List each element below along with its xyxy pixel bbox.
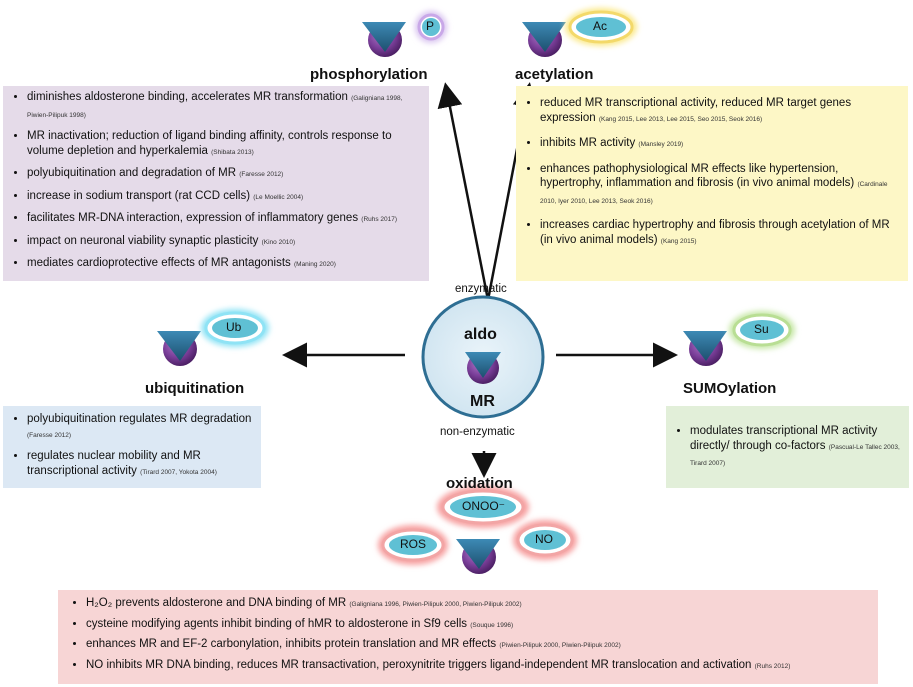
- list-item: cysteine modifying agents inhibit bindin…: [86, 617, 870, 634]
- badge-ros: ROS: [400, 537, 427, 551]
- phospho-molecule-icon: [362, 11, 447, 57]
- badge-p: P: [426, 19, 435, 33]
- phosphorylation-list: diminishes aldosterone binding, accelera…: [11, 90, 421, 273]
- phosphorylation-title: phosphorylation: [310, 66, 428, 83]
- center-aldo-label: aldo: [464, 326, 497, 343]
- acetylation-list: reduced MR transcriptional activity, red…: [524, 96, 900, 249]
- list-item: NO inhibits MR DNA binding, reduces MR t…: [86, 658, 870, 675]
- oxidation-title: oxidation: [446, 475, 513, 492]
- acetylation-box: reduced MR transcriptional activity, red…: [516, 86, 908, 281]
- acetylation-title: acetylation: [515, 66, 594, 83]
- center-mr-circle: [421, 295, 545, 419]
- non-enzymatic-label: non-enzymatic: [440, 426, 515, 438]
- sumoylation-list: modulates transcriptional MR activity di…: [674, 424, 901, 472]
- list-item: impact on neuronal viability synaptic pl…: [27, 234, 421, 251]
- sumo-molecule-icon: [683, 311, 795, 366]
- badge-ub: Ub: [226, 320, 242, 334]
- list-item: facilitates MR-DNA interaction, expressi…: [27, 211, 421, 228]
- list-item: H₂O₂ prevents aldosterone and DNA bindin…: [86, 596, 870, 613]
- list-item: inhibits MR activity (Mansley 2019): [540, 136, 900, 153]
- list-item: modulates transcriptional MR activity di…: [690, 424, 901, 472]
- sumoylation-title: SUMOylation: [683, 380, 777, 397]
- list-item: polyubiquitination regulates MR degradat…: [27, 412, 253, 443]
- list-item: reduced MR transcriptional activity, red…: [540, 96, 900, 127]
- list-item: regulates nuclear mobility and MR transc…: [27, 449, 253, 480]
- oxidation-box: H₂O₂ prevents aldosterone and DNA bindin…: [58, 590, 878, 684]
- list-item: enhances pathophysiological MR effects l…: [540, 162, 900, 210]
- sumoylation-box: modulates transcriptional MR activity di…: [666, 406, 909, 488]
- badge-ac: Ac: [593, 19, 608, 33]
- list-item: increases cardiac hypertrophy and fibros…: [540, 218, 900, 249]
- phosphorylation-box: diminishes aldosterone binding, accelera…: [3, 86, 429, 281]
- oxidation-list: H₂O₂ prevents aldosterone and DNA bindin…: [70, 596, 870, 674]
- ubiquitination-box: polyubiquitination regulates MR degradat…: [3, 406, 261, 488]
- list-item: diminishes aldosterone binding, accelera…: [27, 90, 421, 123]
- list-item: mediates cardioprotective effects of MR …: [27, 256, 421, 273]
- list-item: MR inactivation; reduction of ligand bin…: [27, 129, 421, 160]
- list-item: increase in sodium transport (rat CCD ce…: [27, 189, 421, 206]
- ubiquitination-title: ubiquitination: [145, 380, 245, 397]
- enzymatic-label: enzymatic: [455, 283, 507, 295]
- oxidation-molecule-icon: [378, 486, 577, 574]
- badge-onoo: ONOO⁻: [462, 499, 506, 513]
- list-item: polyubiquitination and degradation of MR…: [27, 166, 421, 183]
- center-mr-label: MR: [470, 393, 495, 410]
- list-item: enhances MR and EF-2 carbonylation, inhi…: [86, 637, 870, 654]
- badge-su: Su: [754, 322, 769, 336]
- acetyl-molecule-icon: [522, 8, 637, 57]
- badge-no: NO: [535, 532, 553, 546]
- arrow-phosphorylation: [437, 82, 490, 301]
- ubiq-molecule-icon: [157, 309, 269, 366]
- ubiquitination-list: polyubiquitination regulates MR degradat…: [11, 412, 253, 480]
